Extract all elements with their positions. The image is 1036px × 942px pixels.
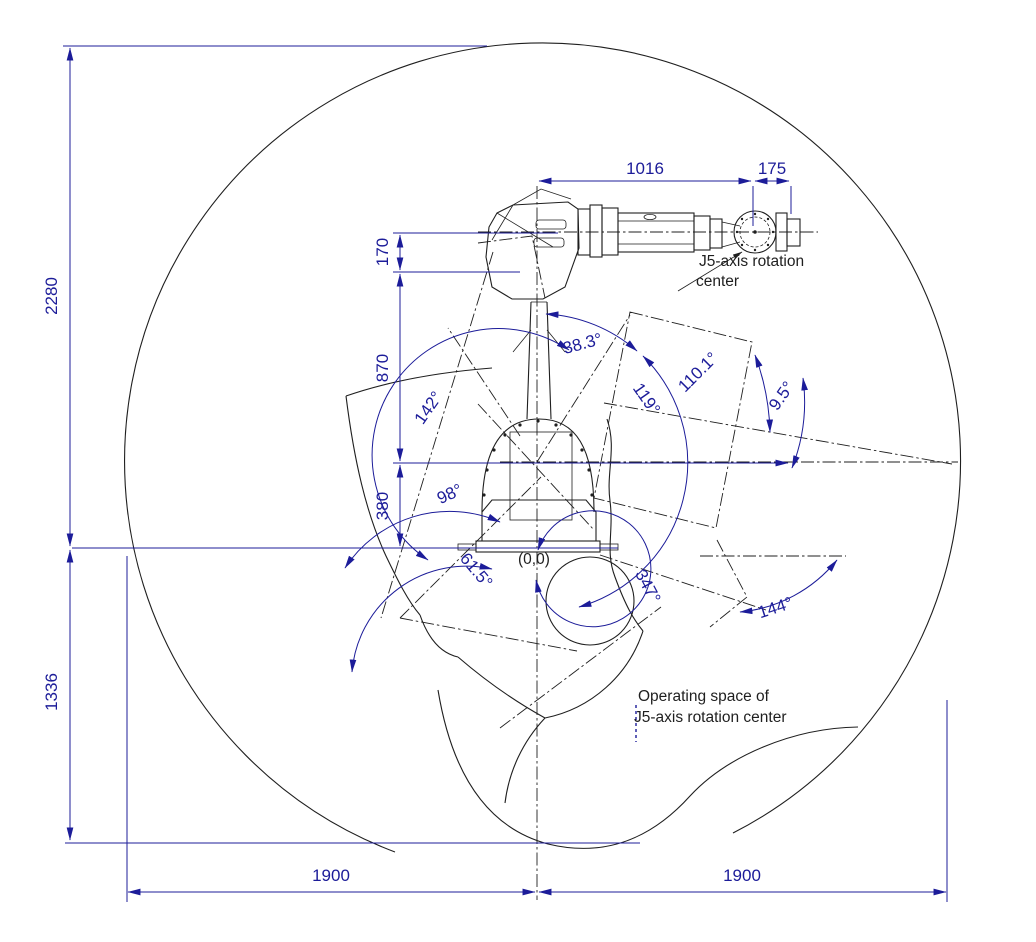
j5-center-point: [753, 230, 757, 234]
wedge-axis-line: [499, 606, 662, 729]
construction-lines: [380, 186, 958, 900]
elbow-facets: [491, 188, 572, 248]
arc-347: [535, 510, 652, 628]
j5-center-label-line1: J5-axis rotation: [699, 253, 804, 270]
inner-boundary-join: [457, 656, 546, 719]
dim-1336-label: 1336: [42, 673, 61, 711]
j5-bolt-circle: [739, 216, 771, 248]
angle-347-label: 347°: [631, 566, 664, 606]
angle-98-label: 98°: [434, 480, 465, 508]
lower-fan-line: [399, 617, 578, 652]
elbow-housing: [485, 201, 580, 300]
outer-reach-circle: [124, 42, 962, 853]
op-space-label-line2: J5-axis rotation center: [634, 709, 787, 726]
arc-144: [739, 559, 838, 615]
forearm-flange-3: [601, 207, 619, 256]
wrist-lower-circle: [545, 556, 635, 646]
dim-1016-label: 1016: [626, 159, 664, 178]
elbow-slot-2: [533, 237, 565, 248]
j5-leader-line: [677, 251, 743, 292]
fan-line-upper-left: [447, 327, 521, 437]
base-inner-panel: [509, 431, 573, 521]
angle-38-3-label: 38.3°: [561, 329, 604, 358]
dim-1900L-label: 1900: [312, 866, 350, 885]
base-diagonal-line: [477, 403, 595, 531]
base-housing: [481, 499, 597, 541]
op-space-label-line1: Operating space of: [638, 688, 770, 705]
angle-144-label: 144°: [756, 593, 795, 622]
wrist-joint-2: [709, 218, 723, 249]
inner-boundary-right: [606, 418, 644, 632]
forearm-tube: [617, 212, 695, 253]
working-envelope-outline: [124, 42, 962, 853]
base-tab-right: [599, 543, 619, 551]
elbow-slot-1: [535, 219, 567, 230]
forearm-port: [643, 213, 657, 220]
lower-arm-column: [526, 301, 552, 420]
dim-175-label: 175: [758, 159, 786, 178]
base-dome: [481, 418, 595, 513]
angle-61-5-label: 61.5°: [456, 549, 496, 592]
forearm-down-limit-line: [603, 402, 953, 465]
robot-side-view: [457, 188, 801, 553]
arm-forward-limit-outline: [593, 311, 753, 529]
arc-38-3: [545, 311, 638, 352]
arc-98: [344, 510, 501, 569]
arc-61-5: [349, 562, 493, 673]
angle-9-5-label: 9.5°: [765, 378, 798, 414]
arc-110-1: [754, 354, 774, 433]
dim-170-label: 170: [373, 238, 392, 266]
forearm-tube-lines: [618, 220, 694, 245]
wedge-upper-edge: [544, 630, 644, 719]
dimensions: [63, 45, 948, 902]
column-braces: [512, 301, 566, 353]
inner-boundary-scallop: [419, 614, 459, 658]
wedge-tail-edge: [504, 717, 546, 804]
dim-2280-label: 2280: [42, 277, 61, 315]
end-flange-2: [786, 218, 801, 247]
wrist-joint-1: [693, 215, 711, 251]
dim-1900R-label: 1900: [723, 866, 761, 885]
inner-boundary-top: [345, 367, 493, 397]
arc-119: [578, 355, 689, 608]
j5-center-label-line2: center: [696, 273, 739, 290]
annotations: 2280 1336 1900 1900 1016 175 170 870 380…: [42, 159, 804, 885]
forearm-flange-2: [589, 204, 603, 258]
arc-142: [371, 328, 570, 561]
angle-110-1-label: 110.1°: [674, 348, 721, 395]
arc-9-5: [791, 377, 808, 469]
dim-870-label: 870: [373, 354, 392, 382]
dim-380-label: 380: [373, 492, 392, 520]
notch-lines: [709, 539, 748, 628]
origin-label: (0,0): [518, 551, 550, 568]
arm-back-limit-outline: [477, 235, 546, 299]
